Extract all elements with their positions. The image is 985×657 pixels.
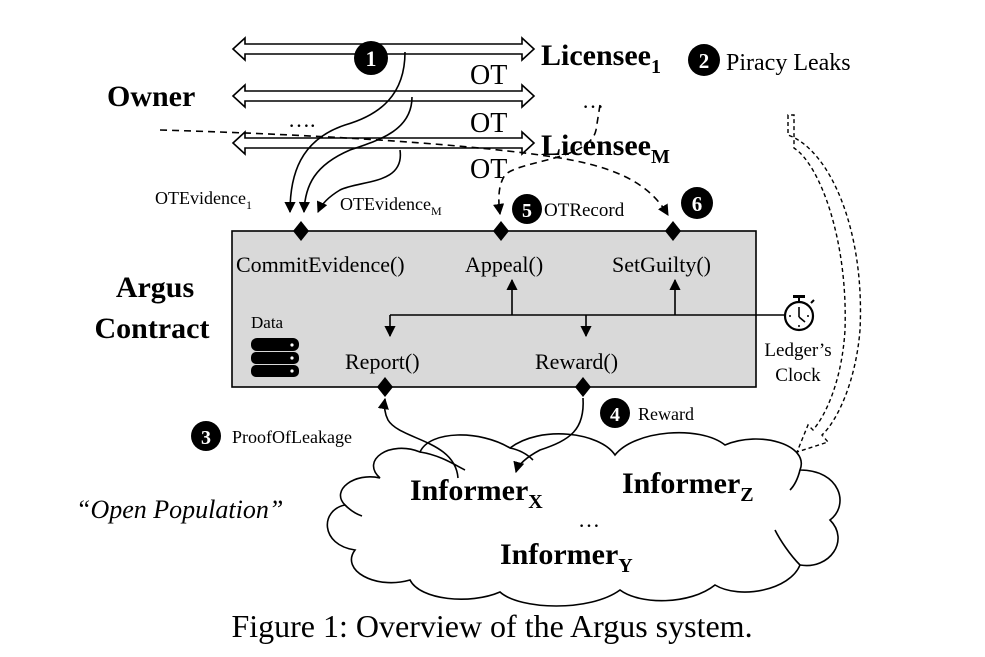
informer-z-subscript: Z xyxy=(740,484,753,506)
licensee-1: Licensee1 xyxy=(541,39,661,78)
svg-text:OTEvidence1: OTEvidence1 xyxy=(155,188,252,212)
report-function: Report() xyxy=(345,349,420,374)
proof-of-leakage-arrow xyxy=(377,397,459,479)
open-population-cloud xyxy=(326,431,841,607)
appeal-function: Appeal() xyxy=(465,252,543,277)
licensee-ellipsis: … xyxy=(582,88,604,113)
commit-evidence-function: CommitEvidence() xyxy=(236,252,405,277)
ot-channel-2 xyxy=(231,83,536,109)
contract-title-line2: Contract xyxy=(95,312,210,345)
step-1-number: 1 xyxy=(366,46,377,71)
proof-of-leakage-label: ProofOfLeakage xyxy=(232,427,352,447)
setguilty-port xyxy=(665,221,681,241)
piracy-leaks-label: Piracy Leaks xyxy=(726,50,851,76)
step-5-number: 5 xyxy=(522,200,532,222)
cloud-inner-bump-4 xyxy=(789,469,801,491)
step-6-badge: 6 xyxy=(681,187,713,219)
owner-ellipsis: …. xyxy=(288,107,316,132)
step-2-number: 2 xyxy=(699,49,710,73)
step-3-badge: 3 xyxy=(191,421,221,451)
reward-function: Reward() xyxy=(535,349,618,374)
svg-text:InformerZ: InformerZ xyxy=(622,467,754,506)
step-5-badge: 5 xyxy=(512,194,542,224)
ledger-clock-line1: Ledger’s xyxy=(764,340,831,361)
reward-step-label: Reward xyxy=(638,404,694,424)
ot-label-2: OT xyxy=(470,108,507,139)
ot-label-3: OT xyxy=(470,154,507,185)
svg-text:InformerY: InformerY xyxy=(500,538,633,577)
informer-y-subscript: Y xyxy=(618,555,633,577)
licensee-1-subscript: 1 xyxy=(651,56,661,78)
setguilty-function: SetGuilty() xyxy=(612,252,711,277)
stopwatch-icon xyxy=(783,295,815,332)
cloud-inner-bump-1 xyxy=(419,451,466,471)
ledger-clock-line2: Clock xyxy=(775,365,821,386)
database-icon xyxy=(251,338,299,377)
contract-title-line1: Argus xyxy=(116,271,194,304)
appeal-port xyxy=(493,221,509,241)
piracy-leak-flow-arrow xyxy=(787,114,862,454)
informer-y-name: Informer xyxy=(500,538,618,571)
cloud-inner-bump-2 xyxy=(509,447,534,461)
step-3-number: 3 xyxy=(201,427,211,449)
ot-channel-m xyxy=(231,130,536,156)
step-4-number: 4 xyxy=(610,404,620,426)
step-2-badge: 2 xyxy=(688,44,720,76)
cloud-inner-bump-3 xyxy=(344,504,363,517)
evidence-m-subscript: M xyxy=(431,204,442,218)
commit-evidence-port xyxy=(293,221,309,241)
informer-z-name: Informer xyxy=(622,467,740,500)
evidence-curve-1 xyxy=(284,51,406,214)
reward-port xyxy=(575,377,591,397)
licensee-to-appeal-dashed-arrow xyxy=(493,104,601,216)
licensee-m: LicenseeM xyxy=(541,129,670,168)
step-1-badge: 1 xyxy=(354,41,388,75)
informer-x-subscript: X xyxy=(528,491,543,513)
licensee-m-subscript: M xyxy=(651,146,670,168)
open-population-label: “Open Population” xyxy=(76,495,283,524)
evidence-1-subscript: 1 xyxy=(246,198,252,212)
ot-label-1: OT xyxy=(470,60,507,91)
informer-x-name: Informer xyxy=(410,474,528,507)
report-port xyxy=(377,377,393,397)
cloud-inner-bump-5 xyxy=(774,529,801,566)
reward-payout-arrow xyxy=(513,397,584,474)
licensee-m-name: Licensee xyxy=(541,129,651,162)
step-4-badge: 4 xyxy=(600,398,630,428)
figure-caption: Figure 1: Overview of the Argus system. xyxy=(231,608,752,644)
svg-text:LicenseeM: LicenseeM xyxy=(541,129,670,168)
svg-text:OTEvidenceM: OTEvidenceM xyxy=(340,194,442,218)
data-label: Data xyxy=(251,313,284,332)
argus-contract-box xyxy=(231,230,757,388)
owner-to-setguilty-dashed-arrow xyxy=(159,129,669,216)
evidence-1-name: OTEvidence xyxy=(155,188,246,208)
svg-text:Licensee1: Licensee1 xyxy=(541,39,661,78)
informer-ellipsis: … xyxy=(578,507,600,532)
licensee-1-name: Licensee xyxy=(541,39,651,72)
ot-record-label: OTRecord xyxy=(544,200,625,221)
step-6-number: 6 xyxy=(692,192,703,216)
evidence-curve-m xyxy=(316,149,401,214)
evidence-m-name: OTEvidence xyxy=(340,194,431,214)
owner-label: Owner xyxy=(107,80,195,113)
evidence-curve-2 xyxy=(298,96,413,214)
svg-text:InformerX: InformerX xyxy=(410,474,543,513)
